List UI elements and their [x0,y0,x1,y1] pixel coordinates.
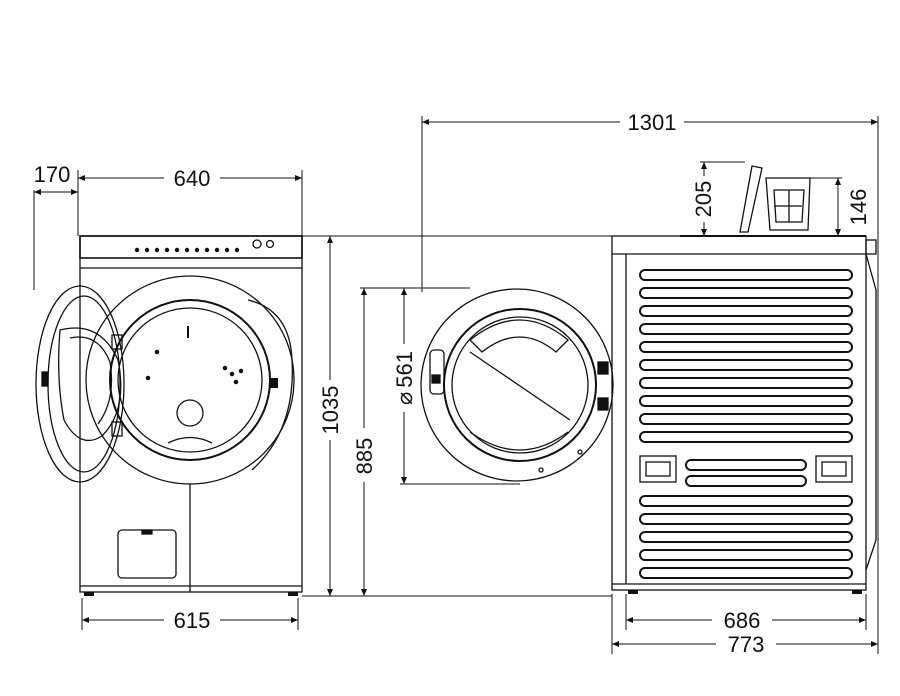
side-view [611,165,877,594]
vent-slot [639,567,853,579]
dimension-arrows [34,119,878,647]
control-panel [79,235,303,259]
diameter-symbol: ⌀ [392,392,417,405]
vent-slot [639,495,853,507]
dim-width-top: 640 [174,166,211,191]
vent-slot [639,377,853,389]
porthole-outer [85,275,295,485]
dim-overall-depth: 1301 [628,110,677,135]
dim-width-base: 615 [174,608,211,633]
vent-slot [639,359,853,371]
control-buttons [134,247,240,253]
vent-slot [639,287,853,299]
drum-baffle [176,399,204,427]
dim-depth-body: 686 [724,608,761,633]
diameter-value: 561 [392,351,417,388]
dim-height: 1035 [318,386,343,435]
filter-hatch [117,529,177,579]
vent-slot [639,413,853,425]
vent-slot [639,323,853,335]
drum-inner [117,307,263,453]
vent-slot [685,475,807,487]
vent-slot [639,431,853,443]
vent-slot [639,531,853,543]
dimension-lines [33,116,879,654]
dim-lid-height: 146 [846,189,871,226]
dim-lid-open-height: 205 [691,181,716,218]
vent-slot [639,395,853,407]
knob [252,239,262,249]
dim-door-diameter: ⌀ 561 [392,351,417,405]
door-detail [420,288,614,482]
front-view [35,235,303,596]
open-door [35,285,125,483]
vent-slot [639,305,853,317]
vent-slot [639,341,853,353]
cabinet-front [79,235,303,593]
vent-slot [639,513,853,525]
right-handle [815,455,853,483]
drum-outer [109,299,271,461]
vent-slot [639,549,853,561]
dim-door-center-height: 885 [352,438,377,475]
vent-slot [685,459,807,471]
vent-slot [639,269,853,281]
side-vents [639,269,853,579]
dim-depth-total: 773 [728,632,765,657]
left-handle [639,455,677,483]
dim-door-clearance: 170 [34,162,71,187]
